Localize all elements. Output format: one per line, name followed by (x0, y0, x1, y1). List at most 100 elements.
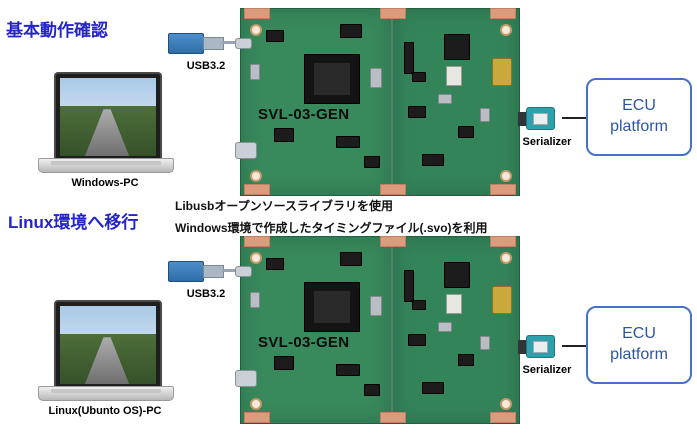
board-chip (458, 354, 474, 366)
mounting-hole (250, 398, 262, 410)
laptop-screen (54, 72, 162, 162)
copper-tab (490, 412, 516, 423)
usb-link (222, 41, 240, 44)
board-label: SVL-03-GEN (258, 106, 350, 123)
copper-tab (490, 236, 516, 247)
oscillator (438, 94, 452, 104)
board-chip (412, 300, 426, 310)
usbc-port (235, 38, 252, 49)
board-chip (422, 382, 444, 394)
board-chip (340, 24, 362, 38)
circuit-board: SVL-03-GEN (235, 236, 520, 424)
serializer-tip (533, 113, 548, 125)
bga-chip (304, 282, 360, 332)
pcb-seam (391, 12, 393, 192)
ecu-platform-label: ECU platform (610, 325, 668, 363)
board-chip (266, 258, 284, 270)
laptop-keyboard (51, 161, 161, 165)
serializer-label: Serializer (522, 364, 572, 376)
copper-tab (490, 184, 516, 195)
pin-header (404, 42, 414, 74)
usb-plug-tip (203, 265, 224, 278)
serializer-connector-icon (518, 332, 564, 360)
bga-chip-core (314, 63, 350, 95)
note-timing-file: Windows環境で作成したタイミングファイル(.svo)を利用 (175, 221, 488, 235)
laptop-keyboard (51, 389, 161, 393)
usb-label: USB3.2 (186, 60, 226, 72)
copper-tab (244, 412, 270, 423)
board-capacitor (250, 64, 260, 80)
copper-tab (244, 236, 270, 247)
laptop-display-road-scene (60, 78, 156, 156)
laptop-base (38, 158, 174, 173)
copper-tab (244, 184, 270, 195)
board-chip (444, 262, 470, 288)
usb-label: USB3.2 (186, 288, 226, 300)
bga-chip-core (314, 291, 350, 323)
board-capacitor (480, 108, 490, 122)
usb-plug-icon (168, 30, 242, 56)
serializer-tail (518, 340, 527, 354)
laptop-display-road-scene (60, 306, 156, 384)
board-capacitor (370, 296, 382, 316)
laptop-screen (54, 300, 162, 390)
copper-tab (380, 236, 406, 247)
board-capacitor (480, 336, 490, 350)
board-chip (408, 106, 426, 118)
mounting-hole (500, 24, 512, 36)
note-libusb: Libusbオープンソースライブラリを使用 (175, 199, 394, 213)
pin-header (404, 270, 414, 302)
board-chip (412, 72, 426, 82)
usb-link (222, 269, 240, 272)
ecu-platform-label: ECU platform (610, 97, 668, 135)
usb-plug-tip (203, 37, 224, 50)
board-chip (274, 128, 294, 142)
board-chip (336, 364, 360, 376)
diagram-section-windows: Windows-PC USB3.2 (38, 8, 692, 196)
serializer-to-ecu-line (562, 117, 586, 119)
board-chip (444, 34, 470, 60)
copper-tab (380, 8, 406, 19)
serializer-to-ecu-line (562, 345, 586, 347)
dip-switch (446, 66, 462, 86)
laptop-icon (38, 300, 174, 404)
copper-tab (380, 184, 406, 195)
mounting-hole (250, 170, 262, 182)
laptop-base (38, 386, 174, 401)
road-graphic (84, 337, 130, 384)
usbc-port (235, 266, 252, 277)
section-title-linux-migration: Linux環境へ移行 (8, 213, 139, 232)
section-title-basic-check: 基本動作確認 (6, 21, 108, 40)
usb-plug-body (168, 261, 204, 282)
board-chip (364, 156, 380, 168)
board-capacitor (250, 292, 260, 308)
mounting-hole (500, 398, 512, 410)
dip-switch (446, 294, 462, 314)
usb-plug-icon (168, 258, 242, 284)
board-chip (458, 126, 474, 138)
mounting-hole (250, 252, 262, 264)
board-chip (274, 356, 294, 370)
board-chip (340, 252, 362, 266)
bga-chip (304, 54, 360, 104)
diagram-section-linux: Linux(Ubunto OS)-PC USB3.2 (0, 228, 697, 435)
board-chip (408, 334, 426, 346)
hdmi-port (235, 370, 257, 387)
pc-label: Windows-PC (71, 177, 139, 189)
board-chip (266, 30, 284, 42)
pcb-seam (391, 240, 393, 420)
mounting-hole (500, 252, 512, 264)
copper-tab (244, 8, 270, 19)
serializer-tip (533, 341, 548, 353)
board-capacitor (370, 68, 382, 88)
board-chip (336, 136, 360, 148)
hdmi-port (235, 142, 257, 159)
serializer-label: Serializer (522, 136, 572, 148)
circuit-board: SVL-03-GEN (235, 8, 520, 196)
usb-plug-body (168, 33, 204, 54)
serializer-connector-icon (518, 104, 564, 132)
road-graphic (84, 109, 130, 156)
copper-tab (490, 8, 516, 19)
oscillator (438, 322, 452, 332)
